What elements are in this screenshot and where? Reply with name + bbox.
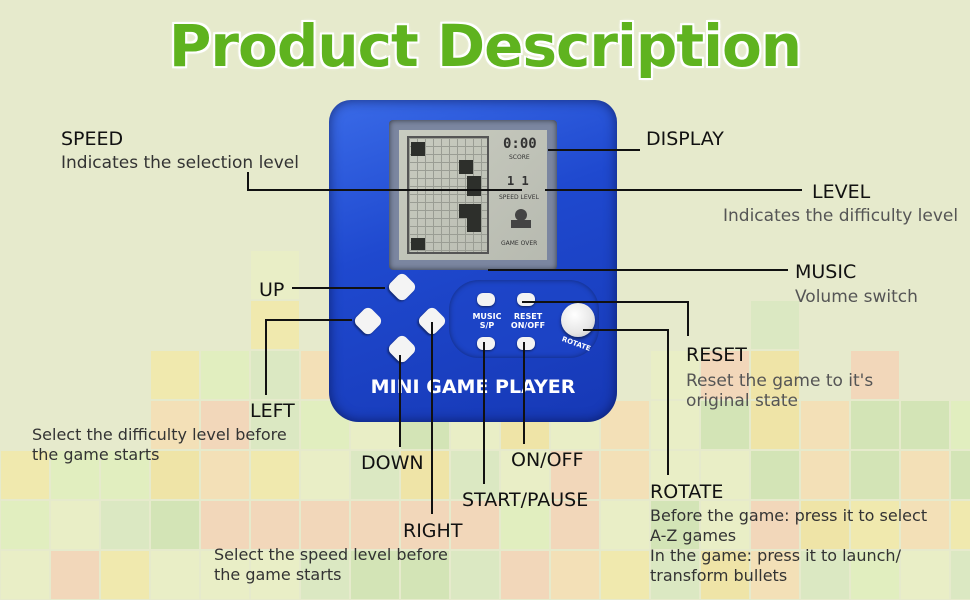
music-desc: Volume switch [795,287,918,307]
page-title: Product Description [168,12,802,80]
display-label: DISPLAY [646,128,724,150]
brand-text: MINI GAME PLAYER [370,376,576,398]
right-desc-line2: the game starts [214,565,342,584]
right-label: RIGHT [403,520,463,542]
rotate-label: ROTATE [650,481,724,503]
tetris-playfield [407,136,489,254]
reset-button[interactable] [517,293,535,306]
score-digits: 0:00 [503,136,537,152]
rotate-desc-line2: A-Z games [650,526,737,545]
rotate-button[interactable] [561,303,595,337]
rotate-desc-line1: Before the game: press it to select [650,506,928,525]
lcd-display: 0:00 SCORE 1 1 SPEED LEVEL GAME OVER [399,130,547,260]
speed-desc: Indicates the selection level [61,153,299,173]
level-digits: 1 1 [507,174,529,188]
level-desc: Indicates the difficulty level [723,206,959,226]
reset-desc-line2: original state [686,391,799,411]
reset-desc-line1: Reset the game to it's [686,371,874,391]
up-button[interactable] [386,271,418,303]
left-desc-line1: Select the difficulty level before [32,425,287,444]
rotate-desc-line3: In the game: press it to launch/ [650,546,901,565]
left-button[interactable] [352,305,384,337]
mini-game-player-device: 0:00 SCORE 1 1 SPEED LEVEL GAME OVER MUS… [329,100,617,422]
on-off-button[interactable] [517,337,535,350]
up-label: UP [259,279,285,301]
score-label: SCORE [509,154,530,161]
right-desc-line1: Select the speed level before [214,545,448,564]
music-label: MUSIC [795,261,857,283]
left-label: LEFT [250,400,295,422]
left-desc-line2: the game starts [32,445,160,464]
down-button[interactable] [386,333,418,365]
music-button[interactable] [477,293,495,306]
rotate-desc-line4: transform bullets [650,566,788,585]
right-button[interactable] [416,305,448,337]
start-pause-label: START/PAUSE [462,489,589,511]
level-label: LEVEL [812,181,871,203]
game-over-label: GAME OVER [501,240,538,247]
speed-label: SPEED [61,128,124,150]
display-frame: 0:00 SCORE 1 1 SPEED LEVEL GAME OVER [389,120,557,270]
on-off-label: ON/OFF [511,449,584,471]
speed-level-label: SPEED LEVEL [499,194,539,201]
character-icon [511,209,531,228]
reset-label: RESET [686,344,747,366]
down-label: DOWN [361,452,424,474]
start-pause-button[interactable] [477,337,495,350]
